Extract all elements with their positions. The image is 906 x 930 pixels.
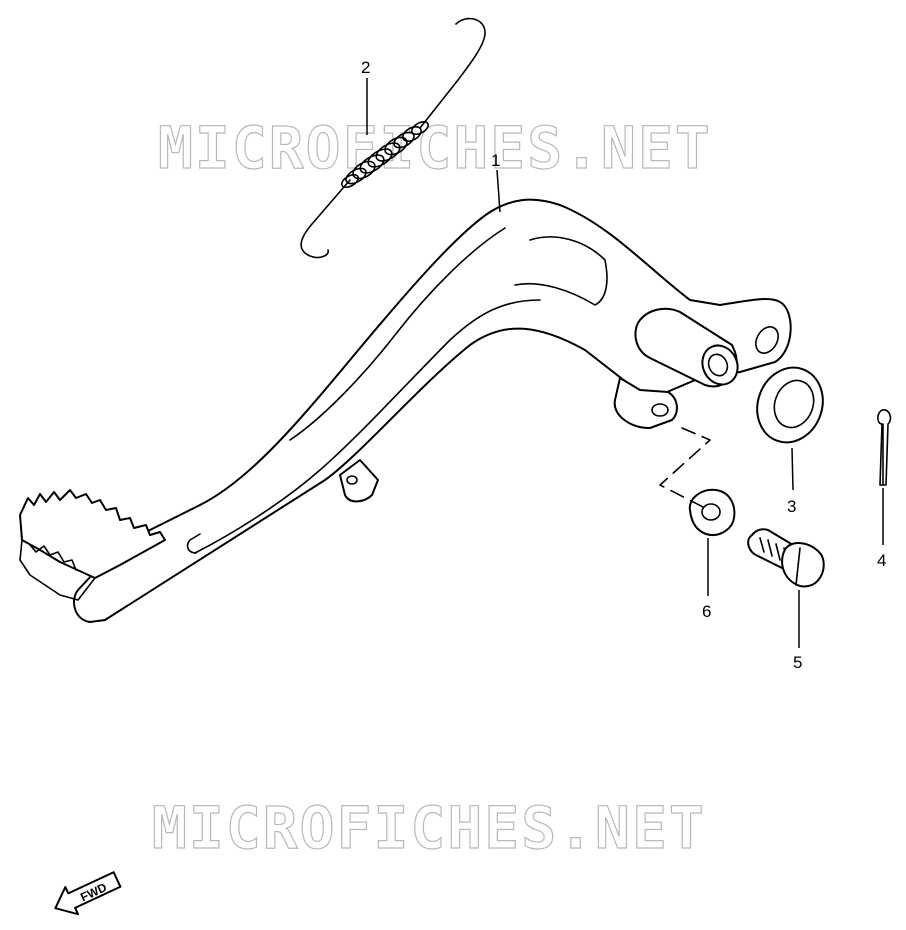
- cotter-pin[interactable]: [877, 409, 892, 486]
- return-spring[interactable]: [300, 17, 486, 259]
- assembly-dash-line: [659, 427, 711, 509]
- nut[interactable]: [688, 488, 736, 536]
- callout-2: 2: [361, 58, 370, 77]
- callout-6: 6: [702, 602, 711, 621]
- callout-1: 1: [491, 151, 500, 170]
- callout-3: 3: [787, 497, 796, 516]
- leader-1: [496, 169, 501, 213]
- callout-4: 4: [877, 551, 886, 570]
- fwd-indicator: FWD: [54, 871, 122, 916]
- brake-pedal[interactable]: [19, 198, 792, 623]
- washer[interactable]: [747, 358, 833, 451]
- leader-3: [791, 447, 794, 491]
- bolt[interactable]: [747, 528, 825, 588]
- callout-5: 5: [793, 653, 802, 672]
- watermark-top: MICROFICHES.NET: [158, 114, 712, 182]
- watermark-bottom: MICROFICHES.NET: [152, 794, 706, 862]
- arrow-left-down-icon: [54, 871, 122, 916]
- fwd-label: FWD: [78, 880, 109, 904]
